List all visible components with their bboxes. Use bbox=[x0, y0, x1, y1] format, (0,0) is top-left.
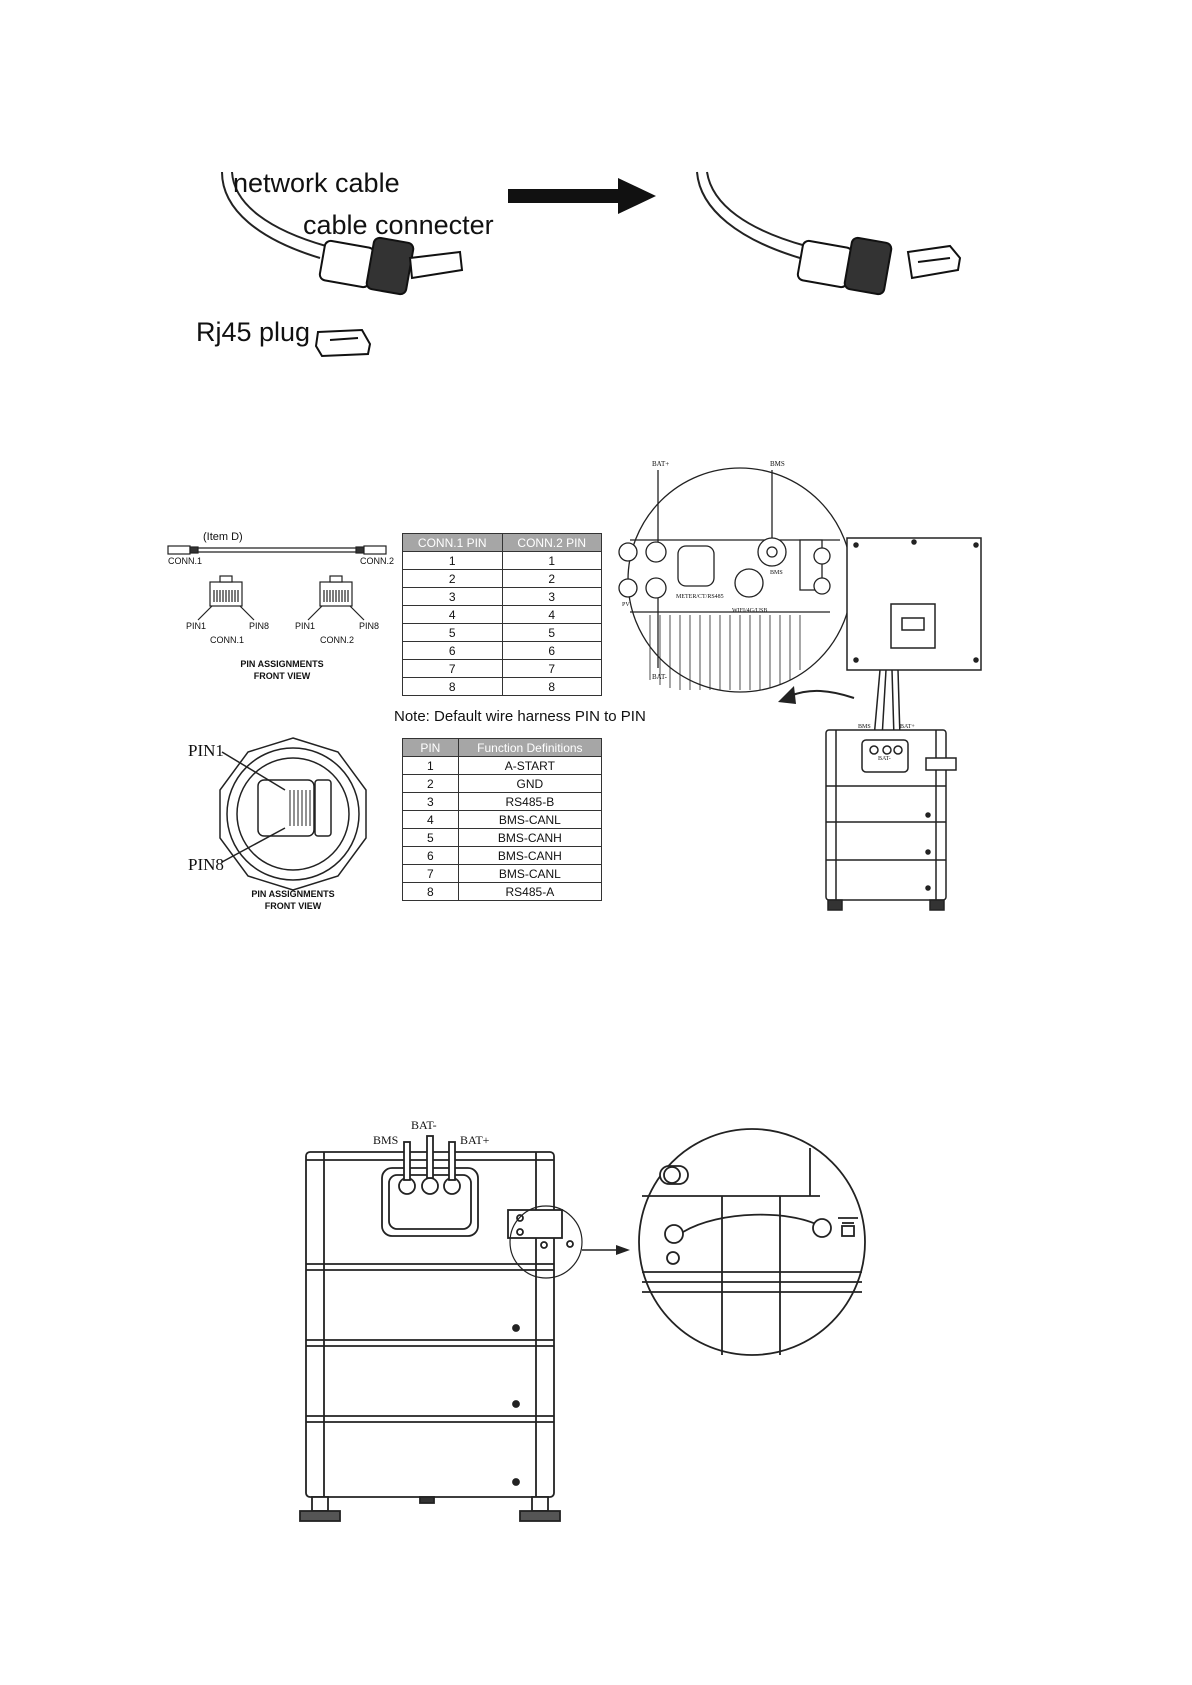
round-pin8-label: PIN8 bbox=[188, 855, 224, 874]
table-cell: RS485-A bbox=[457, 882, 603, 901]
cable-connector-left bbox=[318, 236, 464, 296]
rj45-front-view-conn2 bbox=[307, 575, 365, 621]
small-batt-bms-label: BMS bbox=[858, 724, 871, 730]
table-cell: RS485-B bbox=[457, 792, 603, 811]
arrow-right bbox=[508, 178, 656, 214]
conn1-label-top: CONN.1 bbox=[168, 556, 203, 566]
conn2-label-top: CONN.2 bbox=[360, 556, 395, 566]
network-cable-right bbox=[696, 171, 807, 259]
rj45-plug-label: Rj45 plug bbox=[196, 317, 311, 347]
cable-connector-right bbox=[796, 236, 962, 296]
inv-bms-label: BMS bbox=[770, 460, 785, 468]
conn1-pin1-label: PIN1 bbox=[186, 621, 207, 631]
large-batt-bat-minus-label: BAT- bbox=[411, 1118, 437, 1132]
item-d-label: (Item D) bbox=[203, 531, 243, 543]
pin-assignments-title-1: PIN ASSIGNMENTS bbox=[240, 659, 324, 669]
table-cell: BMS-CANH bbox=[457, 828, 603, 847]
func-table-header: Function Definitions bbox=[457, 738, 603, 757]
inv-bat-minus-label: BAT- bbox=[652, 673, 667, 681]
large-batt-bms-label: BMS bbox=[373, 1133, 399, 1147]
small-batt-bat-minus-label: BAT- bbox=[878, 756, 891, 762]
round-pin1-label: PIN1 bbox=[188, 741, 224, 760]
conn-table-header: CONN.2 PIN bbox=[501, 533, 602, 552]
cable-connecter-label: cable connecter bbox=[303, 210, 494, 240]
inv-bms-port-label: BMS bbox=[770, 570, 783, 576]
inv-wifi-label: WIFI/4G/USB bbox=[732, 608, 768, 614]
inv-meter-label: METER/CT/RS485 bbox=[676, 594, 724, 600]
table-cell: 8 bbox=[402, 882, 459, 901]
conn1-label-bottom: CONN.1 bbox=[210, 635, 245, 645]
round-connector-front-view bbox=[219, 737, 367, 891]
rj45-front-view-conn1 bbox=[197, 575, 255, 621]
default-harness-note: Note: Default wire harness PIN to PIN bbox=[394, 708, 646, 725]
inv-pv-label: PV bbox=[622, 602, 630, 608]
conn2-pin8-label: PIN8 bbox=[359, 621, 380, 631]
patch-cable bbox=[167, 545, 387, 555]
large-batt-bat-plus-label: BAT+ bbox=[460, 1133, 490, 1147]
table-cell: GND bbox=[457, 774, 603, 793]
front-view-title-1: FRONT VIEW bbox=[253, 671, 311, 681]
ground-zoom-circle bbox=[638, 1128, 866, 1356]
curved-arrow bbox=[789, 689, 855, 699]
battery-stack-small bbox=[825, 729, 957, 911]
rj45-plug-small bbox=[314, 328, 372, 358]
conn-table-header: CONN.1 PIN bbox=[402, 533, 503, 552]
network-cable-label: network cable bbox=[233, 168, 400, 198]
pin-assignments-title-2: PIN ASSIGNMENTS bbox=[251, 889, 335, 899]
table-cell: 8 bbox=[402, 677, 503, 696]
table-cell: 8 bbox=[501, 677, 602, 696]
conn2-label-bottom: CONN.2 bbox=[320, 635, 355, 645]
inverter-port-zoom bbox=[618, 467, 853, 693]
battery-stack-large bbox=[299, 1135, 583, 1522]
conn2-pin1-label: PIN1 bbox=[295, 621, 316, 631]
inverter-unit bbox=[846, 537, 982, 739]
small-batt-bat-plus-label: BAT+ bbox=[900, 724, 915, 730]
front-view-title-2: FRONT VIEW bbox=[264, 901, 322, 911]
inv-bat-plus-label: BAT+ bbox=[652, 460, 670, 468]
network-cable-left bbox=[221, 171, 327, 259]
conn1-pin8-label: PIN8 bbox=[249, 621, 270, 631]
